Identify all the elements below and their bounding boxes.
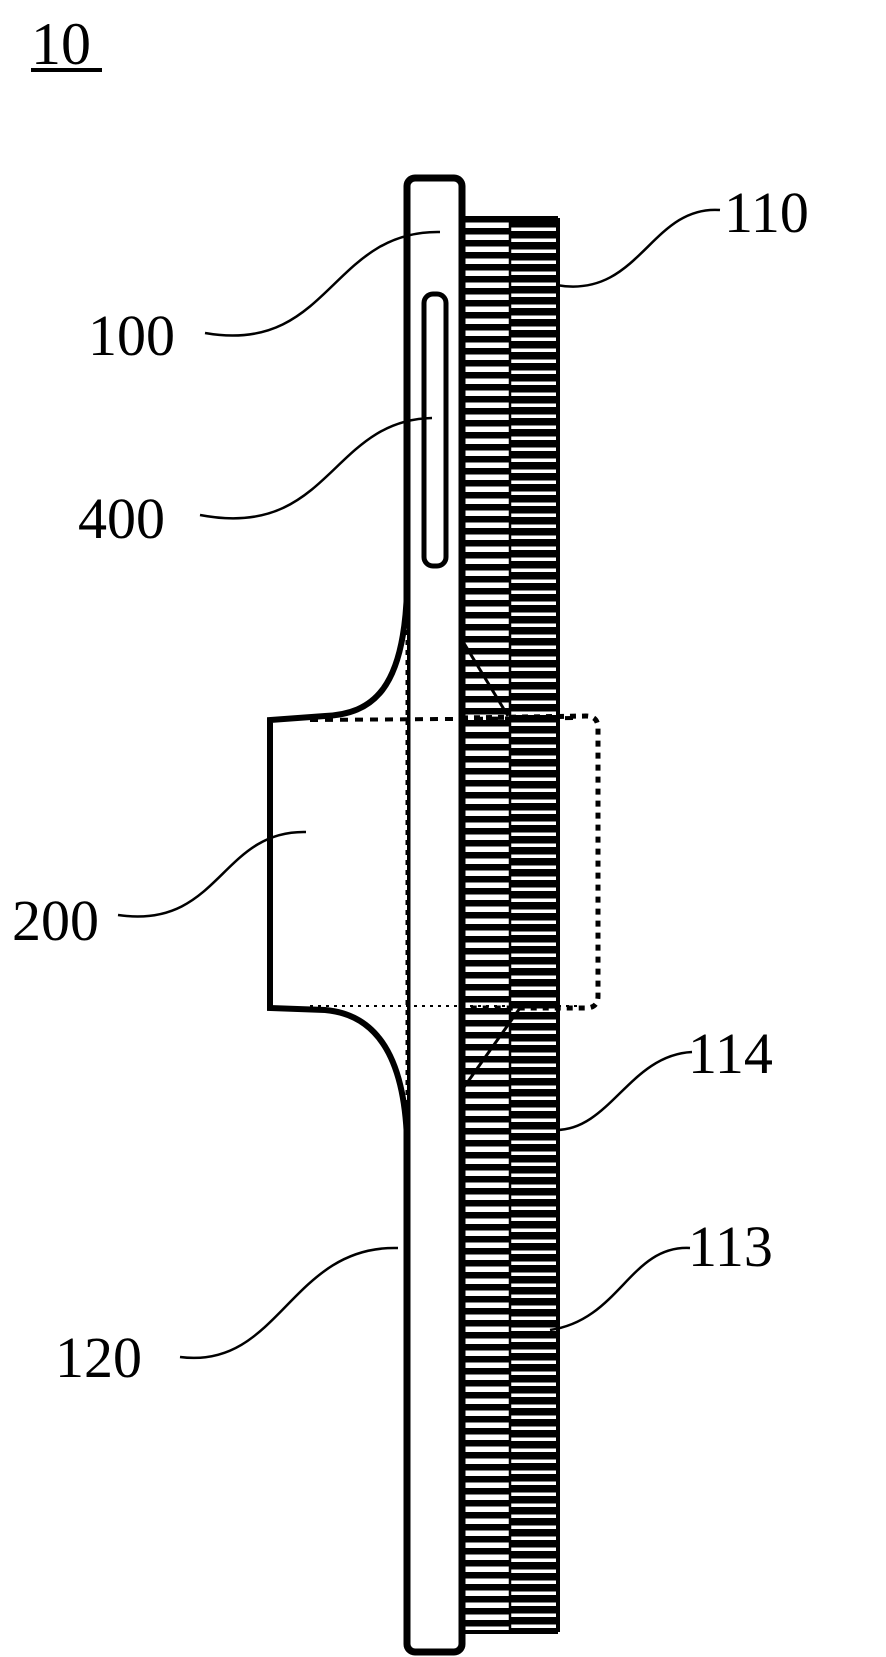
label-400: 400: [78, 486, 165, 551]
label-120: 120: [55, 1325, 142, 1390]
leader-400: [199, 416, 433, 520]
fin-column-left: [462, 220, 510, 1630]
label-114: 114: [688, 1021, 773, 1086]
protrusion: [267, 589, 581, 1141]
leader-110: [555, 208, 721, 288]
fin-column-right: [510, 218, 558, 1632]
slot-400: [421, 291, 449, 569]
protrusion-outline: [267, 589, 410, 1141]
leader-200: [117, 830, 307, 918]
leader-113: [549, 1246, 691, 1332]
figure-number-text: 10: [31, 11, 91, 77]
leader-120: [179, 1246, 399, 1360]
label-200: 200: [12, 888, 99, 953]
fin-stack: [460, 216, 560, 1634]
leader-lines: [117, 208, 721, 1360]
heat-pipe-lower-diagonal: [460, 1007, 522, 1091]
label-110: 110: [724, 180, 809, 245]
label-100: 100: [88, 303, 175, 368]
leader-100: [204, 230, 441, 337]
label-113: 113: [688, 1214, 773, 1279]
figure-number: 10: [31, 11, 102, 77]
heat-pipe-upper-diagonal: [460, 639, 510, 717]
leader-114: [555, 1050, 693, 1132]
reference-labels: 100 400 200 120 110 114 113: [12, 180, 809, 1390]
hidden-component-outline: [461, 713, 601, 1011]
